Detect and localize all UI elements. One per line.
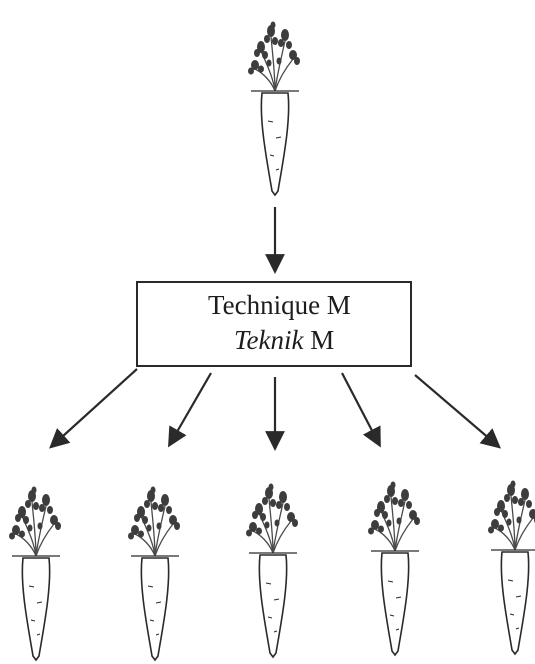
offspring-carrot-5-icon (487, 479, 535, 655)
offspring-carrot-2-icon (127, 485, 181, 661)
arrow-to-carrot-2-icon (168, 372, 212, 448)
arrow-to-carrot-4-icon (341, 372, 381, 448)
teknik-word: Teknik (234, 325, 304, 355)
teknik-label: Teknik M (234, 325, 334, 356)
arrow-to-carrot-1-icon (49, 368, 138, 449)
parent-carrot-icon (247, 20, 301, 196)
teknik-suffix: M (303, 325, 335, 355)
offspring-carrot-3-icon (245, 482, 299, 658)
offspring-carrot-1-icon (8, 485, 62, 661)
technique-box: Technique M Teknik M (136, 281, 412, 367)
technique-label: Technique M (208, 290, 351, 320)
offspring-carrot-4-icon (367, 480, 421, 656)
arrow-to-carrot-5-icon (414, 374, 502, 449)
